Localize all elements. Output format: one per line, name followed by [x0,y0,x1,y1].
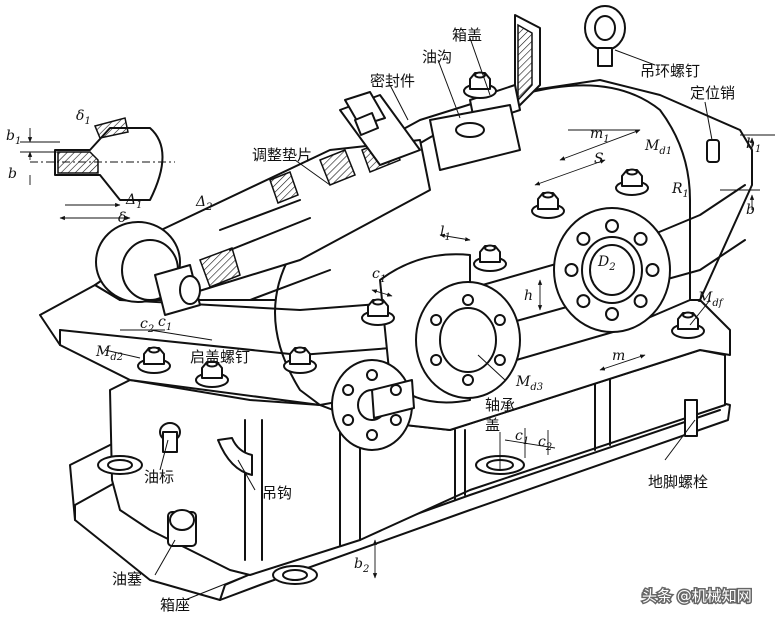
cap-screw [633,231,648,246]
label-dingweixiao: 定位销 [690,84,735,102]
label-zhoucheng-2: 盖 [485,416,500,434]
watermark: 头条 @机械知网 [641,586,754,607]
dim-h: h [524,288,533,304]
hex-bolt [615,168,649,196]
dim-c1-top: c1 [372,266,386,285]
bolt-group [137,71,705,441]
dim-b1-right: b1 [746,136,761,155]
label-youbiao: 油标 [144,468,174,486]
hex-bolt [195,360,229,388]
cap-screw [564,263,579,277]
dim-R1: R1 [671,181,689,200]
dim-l1: l1 [440,224,451,243]
hex-bolt [531,191,565,219]
dim-m: m [612,348,625,364]
cap-screw [430,314,443,326]
hex-bolt [463,71,497,99]
cap-screw [389,384,402,396]
cap-screw [605,219,619,233]
dim-Mdf: Mdf [697,290,725,309]
dim-Md3: Md3 [515,374,543,393]
dim-c2-bottom: c2 [538,434,552,453]
cap-screw [366,429,378,441]
hex-bolt [137,346,171,374]
hex-bolt [671,311,705,339]
label-tiaozheng-dianpian: 调整垫片 [252,146,312,164]
label-yougou: 油沟 [422,48,452,66]
label-zhoucheng-1: 轴承 [485,396,515,414]
dim-c2-left: c2 [140,316,154,335]
cap-screw [605,307,619,321]
cap-screw [389,414,402,426]
detail-inset [30,117,175,201]
lifting-eye-bolt [584,5,626,67]
hex-bolt [361,298,395,326]
cap-screw [462,294,474,306]
watermark-text: 头条 @机械知网 [642,587,752,605]
dim-Delta2: Δ2 [195,194,213,213]
label-mifengjian: 密封件 [370,72,415,90]
dim-b1-left: b1 [6,128,21,147]
locating-pin [706,139,720,163]
dim-Md2: Md2 [95,344,123,363]
label-xiangzuo: 箱座 [160,596,190,614]
dim-m1: m1 [590,126,610,145]
dim-Delta1: Δ1 [125,192,143,211]
label-xianggai: 箱盖 [452,26,482,44]
cap-screw [576,231,591,246]
cap-screw [430,354,443,366]
dim-D2: D2 [597,254,616,273]
dim-c1-bottom: c1 [515,428,529,447]
cap-screw [342,414,355,426]
label-diaogou: 吊钩 [262,484,292,502]
label-dijiao-luoshuan: 地脚螺栓 [648,473,708,491]
label-qigai-luoding: 启盖螺钉 [190,348,250,366]
cap-screw [366,369,378,381]
part-labels: 箱盖 吊环螺钉 定位销 油沟 密封件 调整垫片 启盖螺钉 油标 吊钩 轴承 盖 … [112,26,735,614]
dimension-symbols: b1 b δ1 Δ1 δ Δ2 m1 S Md1 R1 b1 b l1 c1 h… [6,108,761,575]
cap-screw [645,263,660,277]
hex-bolt [473,244,507,272]
label-diaohuan-luoding: 吊环螺钉 [640,62,700,80]
cap-screw [493,314,506,326]
dim-b-left: b [8,166,17,182]
dim-S: S [594,151,604,167]
hex-bolt [283,346,317,374]
cap-screw [493,354,506,366]
leader-lines [104,37,713,601]
cap-screw [462,374,474,386]
label-yousai: 油塞 [112,570,142,588]
dim-b2: b2 [354,556,369,575]
dim-delta1: δ1 [76,108,91,127]
dim-b-right: b [746,202,755,218]
dim-Md1: Md1 [644,138,672,157]
cap-screw [633,294,648,309]
cap-screw [342,384,355,396]
dimension-lines [20,128,775,579]
cap-screw [576,294,591,309]
dim-delta: δ [118,210,126,226]
dim-c1-left: c1 [158,314,172,333]
